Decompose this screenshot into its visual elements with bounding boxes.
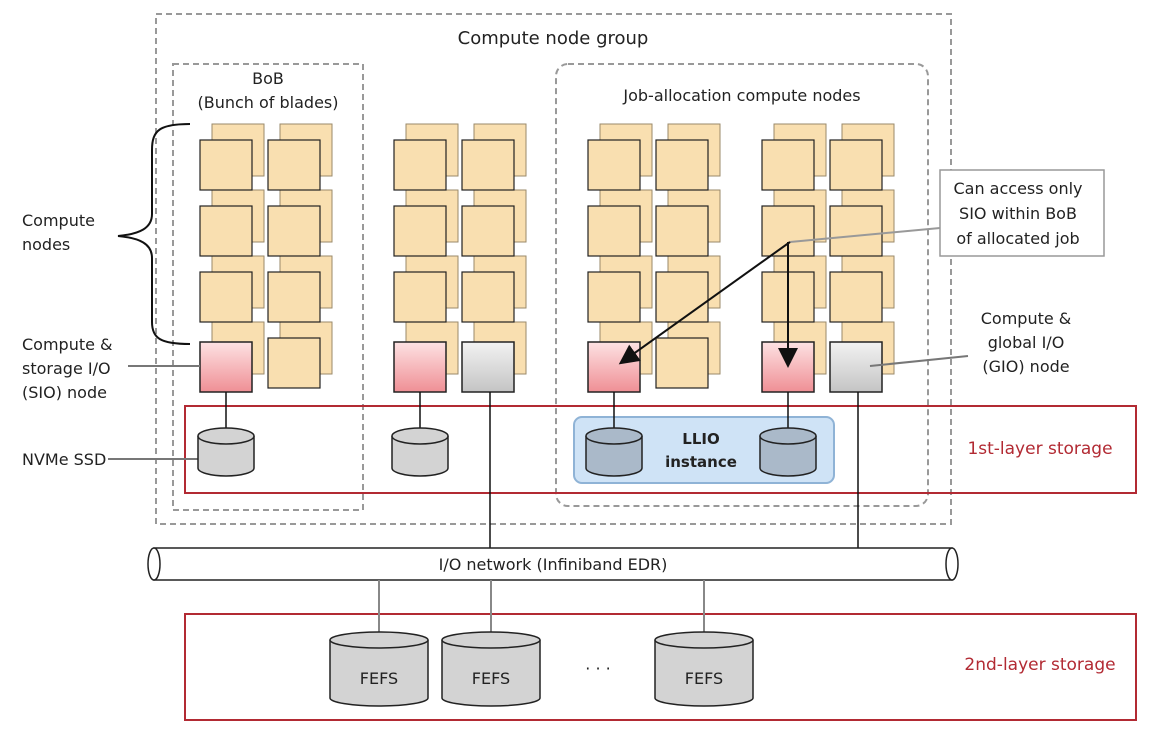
fefs-label: FEFS	[472, 669, 510, 688]
compute-nodes-brace	[117, 123, 191, 345]
first-layer-storage-box	[184, 405, 1137, 494]
nvme-disks	[197, 392, 817, 477]
gio-label-line3: (GIO) node	[982, 357, 1069, 376]
nvme-ssd-disk	[197, 427, 255, 477]
compute-node-stacks	[199, 123, 895, 393]
sio-label-line1: Compute &	[22, 335, 113, 354]
gio-node	[829, 341, 883, 393]
compute-node	[267, 271, 321, 323]
fefs-disks: FEFS FEFS FEFS	[329, 580, 754, 707]
compute-node	[587, 139, 641, 191]
compute-node	[461, 271, 515, 323]
sio-node	[587, 341, 641, 393]
fefs-label: FEFS	[685, 669, 723, 688]
compute-nodes-label-line1: Compute	[22, 211, 95, 230]
first-layer-storage-label: 1st-layer storage	[967, 439, 1112, 459]
gio-label-line1: Compute &	[981, 309, 1072, 328]
compute-node	[587, 271, 641, 323]
callout-line2: SIO within BoB	[959, 204, 1077, 223]
second-layer-storage-box	[184, 613, 1137, 721]
io-network-pipe	[147, 547, 959, 581]
compute-node	[461, 139, 515, 191]
callout-line1: Can access only	[953, 179, 1082, 198]
fefs-label: FEFS	[360, 669, 398, 688]
callout-line3: of allocated job	[956, 229, 1079, 248]
sio-label-line2: storage I/O	[22, 359, 111, 378]
compute-node	[655, 139, 709, 191]
compute-node	[199, 205, 253, 257]
llio-label-line1: LLIO	[682, 430, 719, 448]
nvme-label: NVMe SSD	[22, 450, 106, 469]
compute-node	[829, 271, 883, 323]
bob-box	[172, 63, 364, 511]
compute-node	[655, 337, 709, 389]
compute-node	[829, 205, 883, 257]
compute-node	[587, 205, 641, 257]
compute-node	[655, 205, 709, 257]
compute-node	[199, 271, 253, 323]
gio-node	[461, 341, 515, 393]
gio-leader-line	[869, 355, 969, 367]
compute-node-group-box	[155, 13, 952, 525]
io-network-label: I/O network (Infiniband EDR)	[439, 555, 668, 574]
callout-leader	[789, 227, 941, 243]
sio-node	[199, 341, 253, 393]
job-allocation-title: Job-allocation compute nodes	[622, 86, 860, 105]
nvme-ssd-disk	[391, 427, 449, 477]
compute-node	[199, 139, 253, 191]
access-arrow-to-left-sio	[618, 241, 791, 365]
compute-nodes-label-line2: nodes	[22, 235, 70, 254]
compute-node	[829, 139, 883, 191]
second-layer-storage-label: 2nd-layer storage	[964, 655, 1115, 675]
compute-node	[461, 205, 515, 257]
bob-title: BoB	[252, 69, 284, 88]
bob-subtitle: (Bunch of blades)	[197, 93, 338, 112]
compute-node	[761, 139, 815, 191]
compute-node	[655, 271, 709, 323]
compute-node	[393, 271, 447, 323]
nvme-ssd-disk	[585, 427, 643, 477]
compute-node	[267, 337, 321, 389]
sio-node	[393, 341, 447, 393]
job-allocation-box	[555, 63, 929, 507]
fefs-ellipsis: · · ·	[585, 659, 610, 678]
gio-label-line2: global I/O	[988, 333, 1065, 352]
compute-node	[267, 205, 321, 257]
fefs-disk	[654, 631, 754, 707]
sio-label-line3: (SIO) node	[22, 383, 107, 402]
callout-box	[939, 169, 1105, 257]
compute-node	[267, 139, 321, 191]
nvme-ssd-disk	[759, 427, 817, 477]
compute-node-group-title: Compute node group	[458, 28, 649, 49]
llio-label-line2: instance	[665, 453, 737, 471]
fefs-disk	[441, 631, 541, 707]
compute-node	[393, 139, 447, 191]
fefs-disk	[329, 631, 429, 707]
compute-node	[393, 205, 447, 257]
